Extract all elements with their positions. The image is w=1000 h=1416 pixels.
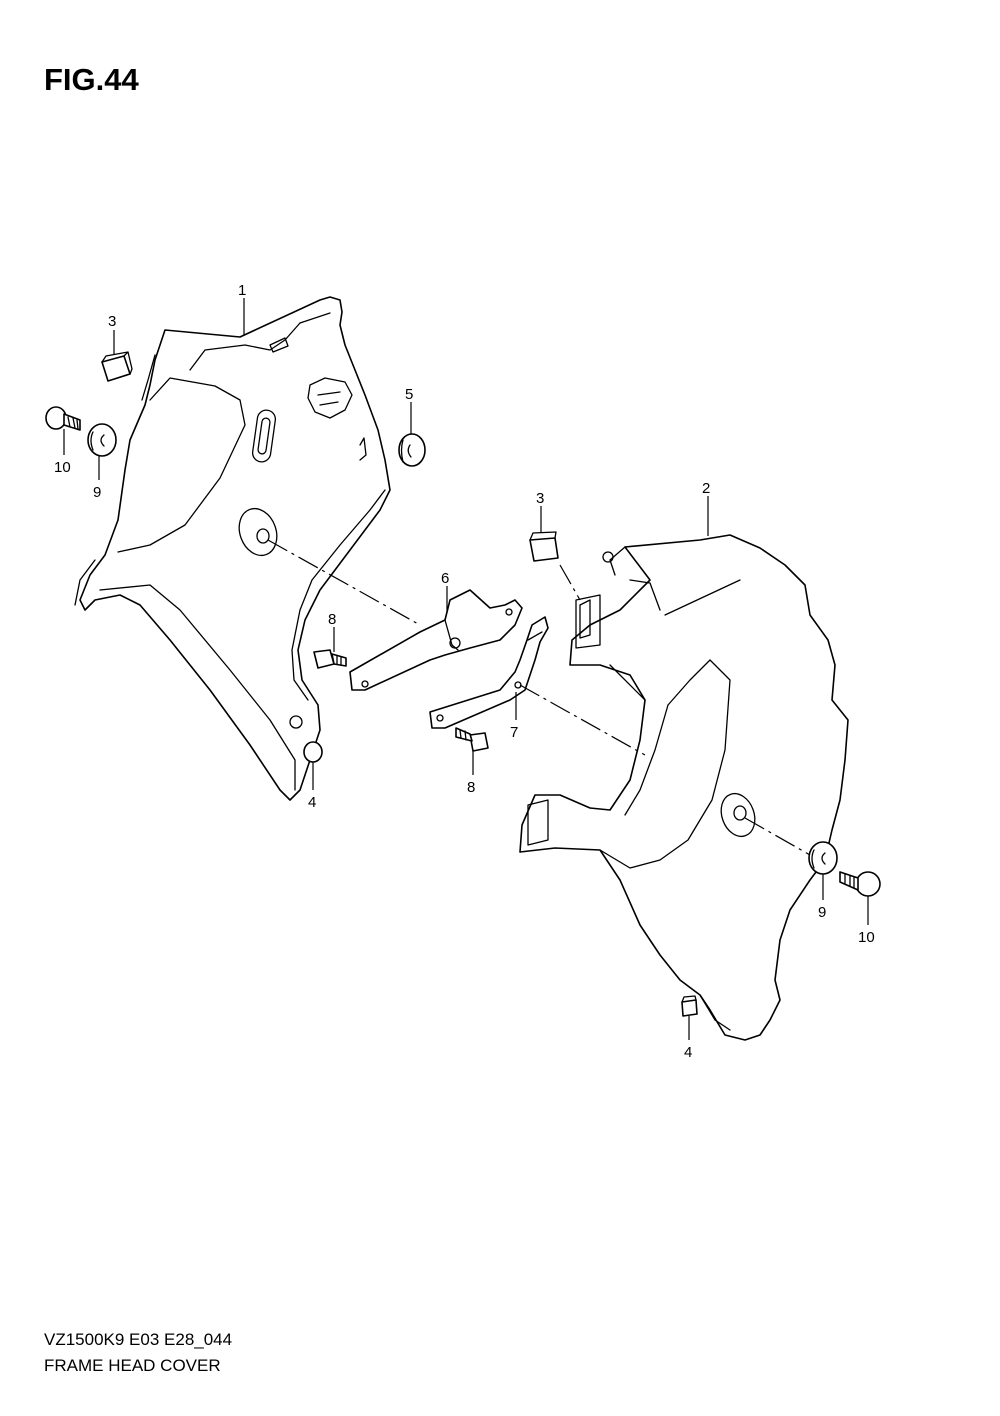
assembly-line-right-grommet	[744, 817, 811, 856]
clip-nut-3-left	[101, 351, 133, 382]
leader-lines	[63, 298, 869, 1040]
figure-title: FIG.44	[44, 62, 139, 97]
callout-5: 5	[405, 386, 413, 403]
bolt-8-upper	[313, 649, 347, 669]
callout-1: 1	[238, 282, 246, 299]
assembly-line-left-boss	[267, 539, 421, 626]
figure-name: FRAME HEAD COVER	[44, 1356, 221, 1375]
grommet-5	[398, 433, 426, 467]
callout-8-lower: 8	[467, 779, 475, 796]
model-code: VZ1500K9 E03 E28_044	[44, 1330, 233, 1349]
cushion-4-right	[681, 995, 698, 1017]
bolt-8-lower	[455, 727, 489, 752]
callout-4-right: 4	[684, 1044, 692, 1061]
bolt-10-left	[45, 406, 81, 431]
bracket-6	[349, 589, 523, 691]
bolt-10-right	[839, 871, 881, 897]
callout-6: 6	[441, 570, 449, 587]
callout-9-left: 9	[93, 484, 101, 501]
callout-8-upper: 8	[328, 611, 336, 628]
assembly-line-clip-right	[559, 564, 581, 601]
callout-4-left: 4	[308, 794, 316, 811]
grommet-9-left	[87, 423, 117, 457]
grommet-9-right	[808, 841, 838, 875]
callout-10-left: 10	[54, 459, 71, 476]
callout-7: 7	[510, 724, 518, 741]
right-frame-head-cover	[519, 534, 849, 1041]
callout-10-right: 10	[858, 929, 875, 946]
callout-2: 2	[702, 480, 710, 497]
clip-nut-3-right	[529, 531, 559, 562]
callout-3-left: 3	[108, 313, 116, 330]
callout-3-right: 3	[536, 490, 544, 507]
cushion-4-left	[303, 741, 323, 763]
callout-9-right: 9	[818, 904, 826, 921]
bracket-7	[429, 616, 549, 729]
assembly-line-right-bracket	[519, 684, 646, 756]
